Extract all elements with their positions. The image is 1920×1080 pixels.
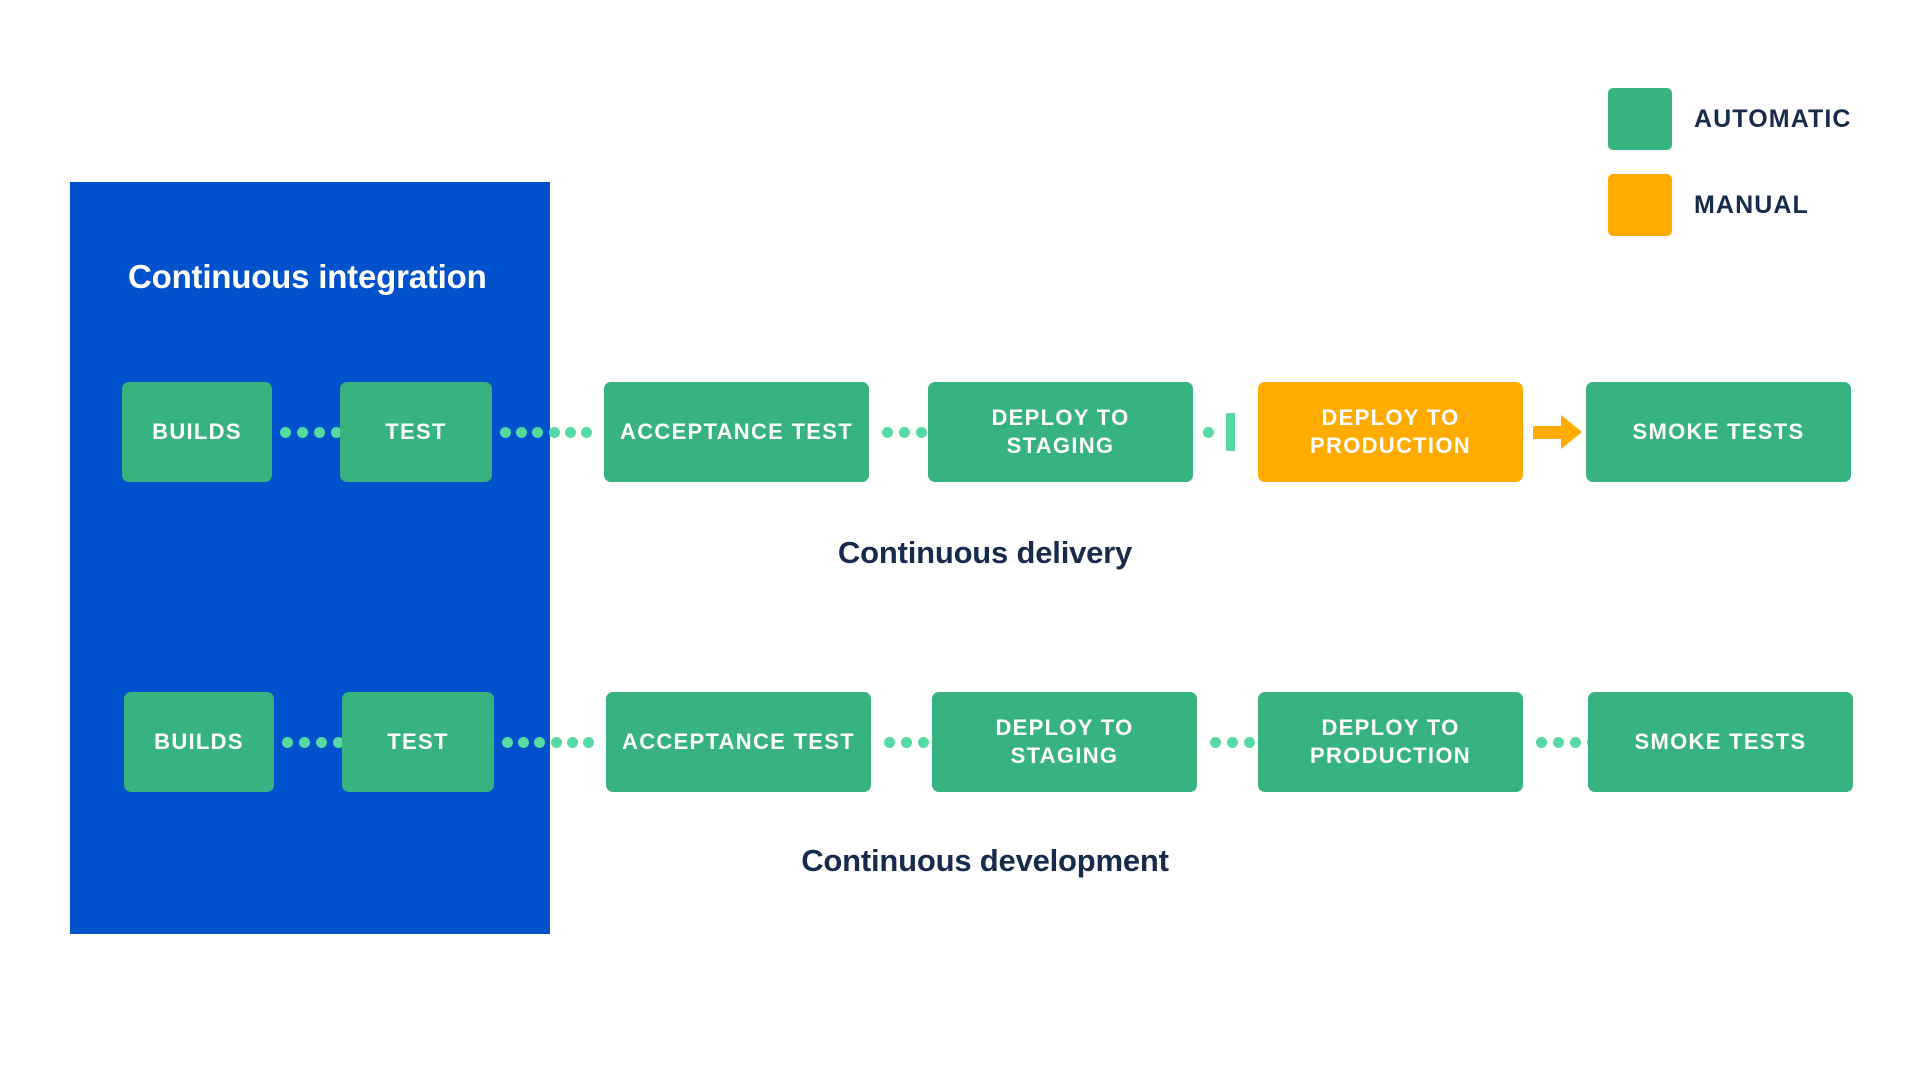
connector-manual-gate [1203, 411, 1235, 453]
stage-deploy-to-staging: DEPLOY TO STAGING [928, 382, 1193, 482]
stage-label: TEST [387, 728, 449, 754]
gate-dot-icon [1203, 426, 1214, 438]
stage-acceptance-test: ACCEPTANCE TEST [604, 382, 869, 482]
stage-label: DEPLOY TO PRODUCTION [1310, 714, 1471, 768]
gate-bar-icon [1226, 413, 1235, 451]
stage-test: TEST [342, 692, 494, 792]
stage-deploy-to-production: DEPLOY TO PRODUCTION [1258, 382, 1523, 482]
stage-smoke-tests: SMOKE TESTS [1586, 382, 1851, 482]
continuous-integration-title: Continuous integration [128, 258, 487, 295]
connector-dotted [282, 736, 344, 748]
legend-item-manual: MANUAL [1608, 174, 1852, 236]
stage-smoke-tests: SMOKE TESTS [1588, 692, 1853, 792]
stage-label: SMOKE TESTS [1634, 728, 1807, 754]
stage-builds: BUILDS [122, 382, 272, 482]
stage-label: ACCEPTANCE TEST [620, 418, 853, 444]
stage-label: DEPLOY TO STAGING [991, 404, 1130, 458]
pipeline-row-continuous-development: BUILDS TEST ACCEPTANCE TEST DEPLOY TO ST… [0, 688, 1920, 796]
square-swatch-icon [1608, 88, 1672, 150]
stage-builds: BUILDS [124, 692, 274, 792]
connector-dotted [502, 736, 594, 748]
legend-label-manual: MANUAL [1694, 190, 1809, 219]
stage-label: DEPLOY TO STAGING [995, 714, 1134, 768]
stage-deploy-to-production: DEPLOY TO PRODUCTION [1258, 692, 1523, 792]
continuous-integration-panel: Continuous integration [70, 182, 550, 934]
stage-label: SMOKE TESTS [1632, 418, 1805, 444]
stage-acceptance-test: ACCEPTANCE TEST [606, 692, 871, 792]
connector-arrow-icon [1533, 415, 1582, 449]
legend-label-automatic: AUTOMATIC [1694, 104, 1852, 133]
stage-label: BUILDS [154, 728, 244, 754]
stage-label: ACCEPTANCE TEST [622, 728, 855, 754]
stage-label: BUILDS [152, 418, 242, 444]
pipeline-row-continuous-delivery: BUILDS TEST ACCEPTANCE TEST DEPLOY TO ST… [0, 378, 1920, 486]
caption-continuous-development: Continuous development [801, 843, 1169, 878]
stage-deploy-to-staging: DEPLOY TO STAGING [932, 692, 1197, 792]
legend: AUTOMATIC MANUAL [1608, 88, 1852, 236]
connector-dotted [280, 426, 342, 438]
legend-item-automatic: AUTOMATIC [1608, 88, 1852, 150]
caption-continuous-delivery: Continuous delivery [837, 535, 1133, 570]
stage-label: DEPLOY TO PRODUCTION [1310, 404, 1471, 458]
stage-test: TEST [340, 382, 492, 482]
stage-label: TEST [385, 418, 447, 444]
connector-dotted [500, 426, 592, 438]
square-swatch-icon [1608, 174, 1672, 236]
